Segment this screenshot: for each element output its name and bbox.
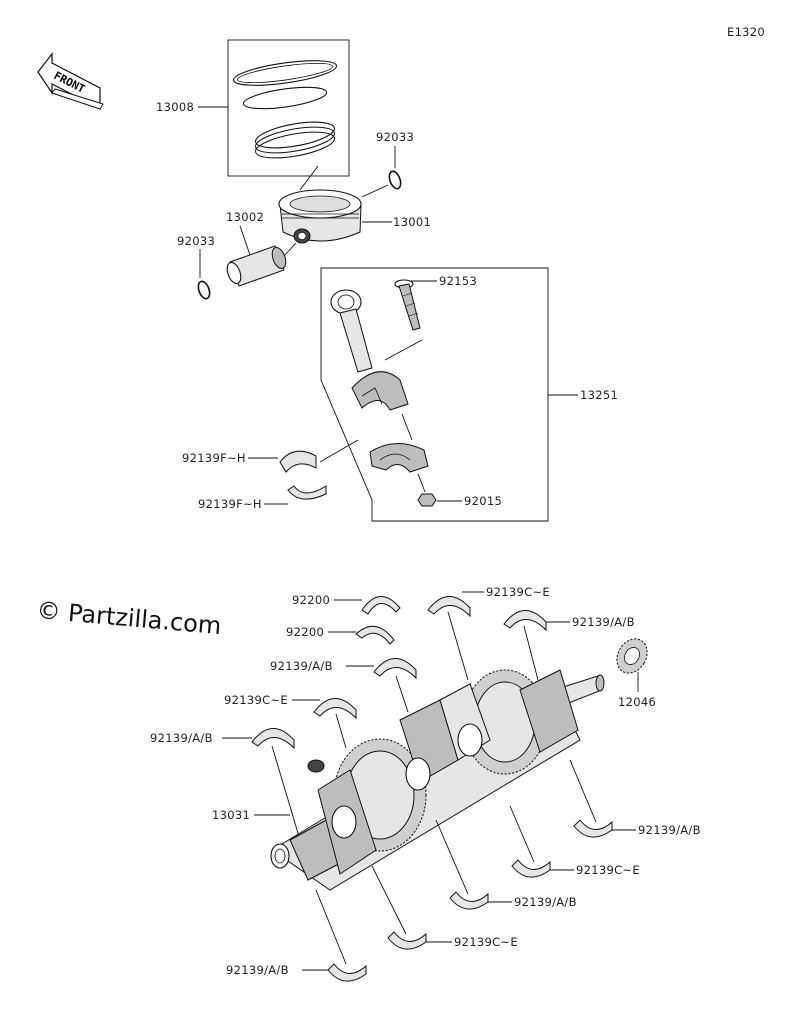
front-arrow-icon: FRONT (37, 52, 104, 110)
conrod-bolt (394, 279, 421, 331)
main-bearing-top-1 (427, 596, 471, 618)
conrod-nut (417, 493, 437, 507)
label-conrod-bearing-upper: 92139F~H (182, 451, 246, 465)
label-piston-ring-set: 13008 (156, 100, 194, 114)
main-bearing-bottom-4 (387, 931, 427, 950)
label-crankshaft: 13031 (212, 808, 250, 822)
label-circlip-left: 92033 (177, 234, 215, 248)
needle-bearing (616, 638, 648, 674)
label-main-bearing-bottom-1: 92139/A/B (638, 823, 701, 837)
label-needle-bearing: 12046 (618, 695, 656, 709)
main-bearing-bottom-2 (511, 859, 551, 878)
conrod-bearing-lower (287, 485, 327, 500)
label-main-bearing-top-5: 92139/A/B (150, 731, 213, 745)
main-bearing-bottom-1 (573, 819, 613, 838)
main-bearing-bottom-3 (449, 891, 489, 910)
label-main-bearing-top-2: 92139/A/B (572, 615, 635, 629)
conrod-cap (369, 443, 429, 473)
main-bearing-top-5 (251, 728, 295, 750)
label-thrust-washer-2: 92200 (286, 625, 324, 639)
label-conrod-nut: 92015 (464, 494, 502, 508)
thrust-washer-1 (361, 596, 401, 615)
main-bearing-top-4 (313, 698, 357, 720)
label-conrod-bearing-lower: 92139F~H (198, 497, 262, 511)
label-main-bearing-bottom-2: 92139C~E (576, 863, 640, 877)
label-main-bearing-bottom-3: 92139/A/B (514, 895, 577, 909)
label-main-bearing-top-4: 92139C~E (224, 693, 288, 707)
piston-pin (226, 245, 287, 287)
watermark: © Partzilla.com (35, 596, 222, 640)
label-main-bearing-bottom-5: 92139/A/B (226, 963, 289, 977)
label-thrust-washer-1: 92200 (292, 593, 330, 607)
label-piston: 13001 (393, 215, 431, 229)
label-conrod-assembly: 13251 (580, 388, 618, 402)
conrod-body (330, 289, 409, 411)
main-bearing-bottom-5 (327, 963, 367, 982)
diagram-code: E1320 (727, 25, 765, 39)
crankshaft (270, 669, 605, 891)
thrust-washer-2 (355, 625, 395, 645)
main-bearing-top-2 (503, 610, 547, 632)
label-conrod-bolt: 92153 (439, 274, 477, 288)
label-main-bearing-top-3: 92139/A/B (270, 659, 333, 673)
label-piston-pin: 13002 (226, 210, 264, 224)
main-bearing-top-3 (373, 658, 417, 680)
conrod-bearing-upper (279, 450, 317, 473)
circlip-right (388, 170, 402, 190)
label-circlip-right: 92033 (376, 130, 414, 144)
label-main-bearing-top-1: 92139C~E (486, 585, 550, 599)
piston-ring-set (227, 39, 350, 177)
circlip-left (197, 280, 211, 300)
label-main-bearing-bottom-4: 92139C~E (454, 935, 518, 949)
piston (278, 189, 362, 244)
